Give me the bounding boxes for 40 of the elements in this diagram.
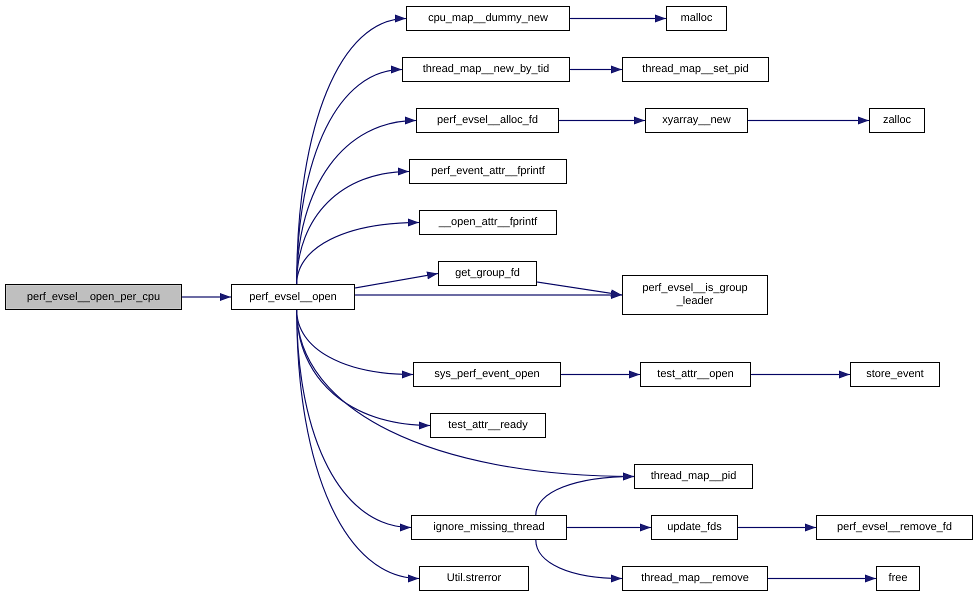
arrow <box>535 472 634 516</box>
arrow <box>355 291 622 299</box>
function-box: thread_map__set_pid <box>622 57 769 82</box>
arrow <box>182 293 231 301</box>
function-box: test_attr__open <box>640 362 751 387</box>
arrow <box>751 370 850 378</box>
function-box: free <box>876 566 920 591</box>
function-box: Util.strerror <box>419 566 529 591</box>
arrow <box>559 116 645 124</box>
function-box: perf_event_attr__fprintf <box>409 159 567 184</box>
arrow <box>748 116 869 124</box>
function-box: perf_evsel__open <box>231 284 355 310</box>
arrow <box>570 66 622 74</box>
function-box: get_group_fd <box>438 261 537 286</box>
function-box: thread_map__pid <box>634 464 753 489</box>
function-box: perf_evsel__alloc_fd <box>416 108 559 133</box>
function-box: test_attr__ready <box>430 413 546 438</box>
function-box: malloc <box>666 6 727 31</box>
function-box: perf_evsel__is_group _leader <box>622 275 768 315</box>
function-box: __open_attr__fprintf <box>419 210 557 235</box>
root-function-box: perf_evsel__open_per_cpu <box>5 284 182 310</box>
function-box: thread_map__remove <box>622 566 768 591</box>
function-box: ignore_missing_thread <box>411 515 567 540</box>
arrow <box>567 524 651 532</box>
arrow <box>354 271 438 289</box>
arrow <box>296 218 420 284</box>
function-box: perf_evsel__remove_fd <box>816 515 973 540</box>
function-box: store_event <box>850 362 940 387</box>
arrow <box>536 281 622 298</box>
function-box: update_fds <box>651 515 738 540</box>
function-box: sys_perf_event_open <box>413 362 561 387</box>
function-box: zalloc <box>869 108 925 133</box>
arrow <box>561 370 640 378</box>
function-box: thread_map__new_by_tid <box>402 57 570 82</box>
function-box: cpu_map__dummy_new <box>406 6 570 31</box>
arrow <box>768 574 876 582</box>
arrow <box>738 524 816 532</box>
arrow <box>535 540 622 582</box>
function-box: xyarray__new <box>645 108 748 133</box>
arrow <box>570 14 666 22</box>
